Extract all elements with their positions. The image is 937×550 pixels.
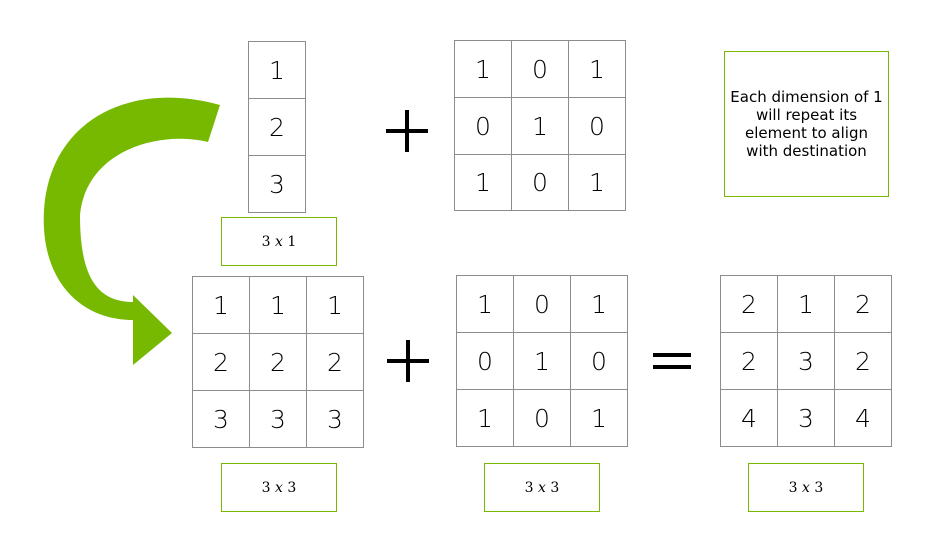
matrix-cell: 3 xyxy=(193,391,250,448)
matrix-cell: 1 xyxy=(569,41,626,98)
matrix-cell: 0 xyxy=(512,155,569,211)
matrix-cell: 2 xyxy=(835,333,892,390)
matrix-cell: 1 xyxy=(457,390,514,447)
matrix-cell: 1 xyxy=(455,41,512,98)
plus-vertical-bar xyxy=(405,110,409,152)
dim-cols: 3 xyxy=(814,479,824,496)
source-vector-dim-label: 3 x 1 xyxy=(221,217,337,266)
dim-rows: 3 xyxy=(524,479,534,496)
matrix-cell: 1 xyxy=(778,276,835,333)
equals-bottom-bar xyxy=(653,365,691,369)
matrix-cell: 4 xyxy=(721,390,778,447)
top-matrix: 1 0 1 0 1 0 1 0 1 xyxy=(454,40,626,211)
matrix-cell: 2 xyxy=(250,334,307,391)
dim-cols: 3 xyxy=(550,479,560,496)
matrix-cell: 3 xyxy=(250,391,307,448)
matrix-cell: 0 xyxy=(569,98,626,155)
dim-rows: 3 xyxy=(261,479,271,496)
matrix-cell: 1 xyxy=(193,277,250,334)
dim-cols: 3 xyxy=(287,479,297,496)
matrix-cell: 2 xyxy=(721,276,778,333)
vector-cell: 1 xyxy=(249,42,306,99)
dim-cols: 1 xyxy=(287,233,297,250)
matrix-cell: 3 xyxy=(778,390,835,447)
matrix-cell: 1 xyxy=(455,155,512,211)
broadcast-matrix-dim-label: 3 x 3 xyxy=(221,463,337,512)
matrix-cell: 2 xyxy=(307,334,364,391)
addend-matrix: 1 0 1 0 1 0 1 0 1 xyxy=(456,275,628,447)
dim-x: x xyxy=(802,479,810,496)
broadcast-arrow-shape xyxy=(43,97,220,365)
matrix-cell: 3 xyxy=(307,391,364,448)
addend-matrix-dim-label: 3 x 3 xyxy=(484,463,600,512)
matrix-cell: 1 xyxy=(307,277,364,334)
equals-top-bar xyxy=(653,353,691,357)
matrix-cell: 3 xyxy=(778,333,835,390)
matrix-cell: 0 xyxy=(455,98,512,155)
note-text: Each dimension of 1 will repeat its elem… xyxy=(730,88,883,160)
dim-x: x xyxy=(275,479,283,496)
matrix-cell: 0 xyxy=(512,41,569,98)
matrix-cell: 0 xyxy=(571,333,628,390)
broadcast-note: Each dimension of 1 will repeat its elem… xyxy=(724,51,889,197)
vector-cell: 3 xyxy=(249,156,306,213)
equals-sign: = xyxy=(653,349,691,373)
dim-rows: 3 xyxy=(261,233,271,250)
matrix-cell: 1 xyxy=(250,277,307,334)
top-plus-sign: + xyxy=(386,110,428,152)
matrix-cell: 0 xyxy=(514,390,571,447)
matrix-cell: 0 xyxy=(457,333,514,390)
matrix-cell: 4 xyxy=(835,390,892,447)
matrix-cell: 2 xyxy=(721,333,778,390)
broadcast-matrix: 1 1 1 2 2 2 3 3 3 xyxy=(192,276,364,448)
dim-x: x xyxy=(538,479,546,496)
matrix-cell: 1 xyxy=(571,276,628,333)
matrix-cell: 1 xyxy=(571,390,628,447)
dim-x: x xyxy=(275,233,283,250)
plus-vertical-bar xyxy=(406,340,410,382)
bottom-plus-sign: + xyxy=(387,340,429,382)
source-vector: 1 2 3 xyxy=(248,41,306,213)
matrix-cell: 0 xyxy=(514,276,571,333)
matrix-cell: 1 xyxy=(512,98,569,155)
matrix-cell: 1 xyxy=(457,276,514,333)
dim-rows: 3 xyxy=(788,479,798,496)
matrix-cell: 2 xyxy=(835,276,892,333)
matrix-cell: 2 xyxy=(193,334,250,391)
matrix-cell: 1 xyxy=(514,333,571,390)
result-matrix-dim-label: 3 x 3 xyxy=(748,463,864,512)
vector-cell: 2 xyxy=(249,99,306,156)
result-matrix: 2 1 2 2 3 2 4 3 4 xyxy=(720,275,892,447)
matrix-cell: 1 xyxy=(569,155,626,211)
broadcast-arrow-icon xyxy=(43,97,220,365)
